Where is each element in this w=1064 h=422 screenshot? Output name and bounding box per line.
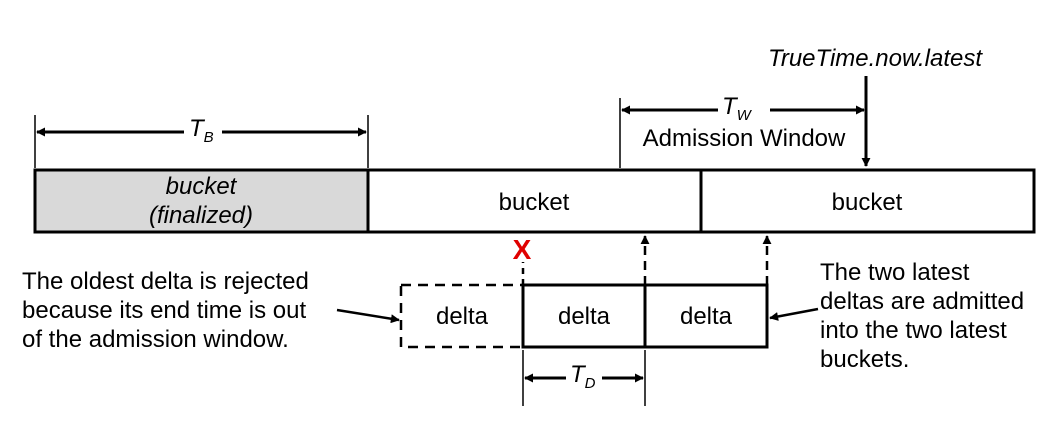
bucket-middle — [366, 168, 703, 234]
bucket-finalized-label: bucket — [166, 173, 238, 200]
bucket-finalized — [33, 168, 370, 234]
right-note-line-1: The two latest — [820, 259, 970, 286]
delta-admitted-2-label: delta — [680, 303, 733, 330]
right-note-line-2: deltas are admitted — [820, 288, 1024, 315]
right-note-arrow — [769, 307, 819, 321]
delta-admitted-2 — [643, 283, 769, 349]
truetime-label: TrueTime.now.latest — [768, 45, 983, 72]
reject-x-mark: X — [513, 234, 532, 265]
tw-label: TW — [722, 93, 753, 124]
right-note-line-4: buckets. — [820, 346, 909, 373]
left-note-line-2: because its end time is out — [22, 297, 306, 324]
left-note-line-3: of the admission window. — [22, 326, 289, 353]
delta-rejected-label: delta — [436, 303, 489, 330]
delta-admitted-1-label: delta — [558, 303, 611, 330]
bucket-finalized-sublabel: (finalized) — [149, 202, 253, 229]
bucket-middle-label: bucket — [499, 189, 570, 216]
bucket-latest — [699, 168, 1036, 234]
admission-window-label: Admission Window — [643, 125, 846, 152]
right-note-line-3: into the two latest — [820, 317, 1007, 344]
left-note-line-1: The oldest delta is rejected — [22, 268, 309, 295]
td-label: TD — [570, 361, 596, 392]
left-note-arrow — [336, 308, 400, 324]
bucket-latest-label: bucket — [832, 189, 903, 216]
delta-admitted-1 — [521, 283, 647, 349]
tb-label: TB — [189, 115, 214, 146]
